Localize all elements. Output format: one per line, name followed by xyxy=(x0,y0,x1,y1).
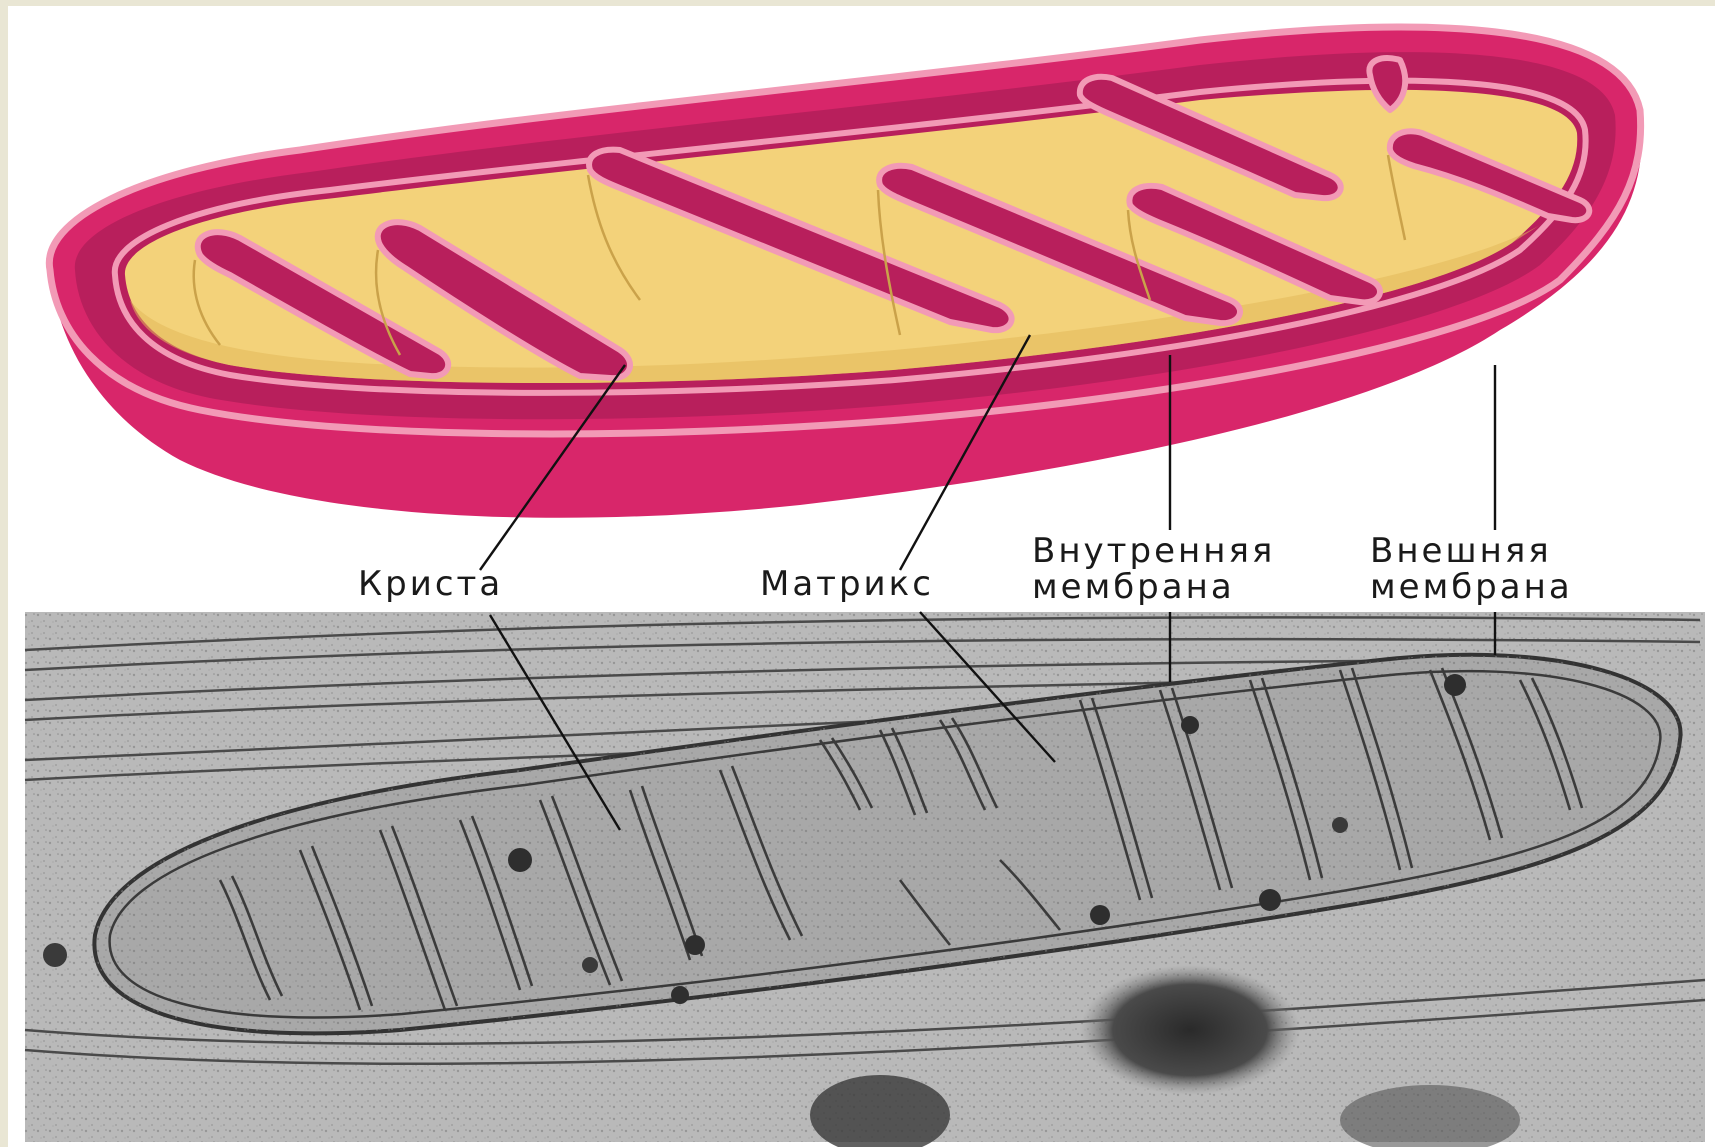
label-inner-membrane-line1: Внутренняя xyxy=(1032,533,1275,569)
label-crista-text: Криста xyxy=(358,566,503,602)
label-matrix: Матрикс xyxy=(760,566,934,602)
label-outer-membrane-line1: Внешняя xyxy=(1370,533,1573,569)
electron-micrograph xyxy=(25,612,1705,1147)
label-outer-membrane-line2: мембрана xyxy=(1370,569,1573,605)
label-crista: Криста xyxy=(358,566,503,602)
label-outer-membrane: Внешняя мембрана xyxy=(1370,533,1573,605)
label-inner-membrane: Внутренняя мембрана xyxy=(1032,533,1275,605)
label-matrix-text: Матрикс xyxy=(760,566,934,602)
label-inner-membrane-line2: мембрана xyxy=(1032,569,1275,605)
mitochondrion-illustration xyxy=(49,27,1641,518)
micrograph-dark-body xyxy=(1080,965,1300,1095)
